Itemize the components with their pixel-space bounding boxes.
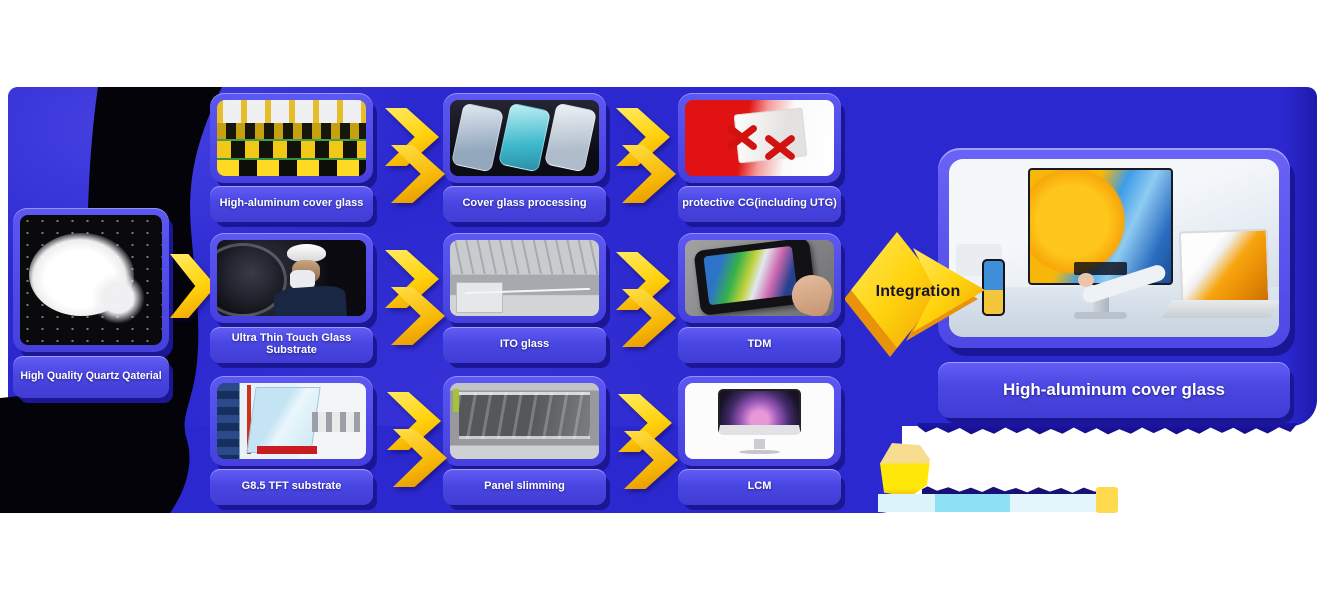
worker-body-shape <box>272 284 347 316</box>
cropped-bar-fragment <box>935 494 1010 512</box>
wall-shape <box>217 383 240 459</box>
chevron-right-icon <box>170 254 220 322</box>
integration-label: Integration <box>875 283 961 300</box>
monitor-screen-shape <box>717 389 802 435</box>
reflection-texture <box>458 392 591 440</box>
monitor-base-shape <box>738 449 781 455</box>
ito-glass-machine-photo <box>450 240 599 316</box>
powder-pile-shape <box>91 272 145 325</box>
cell-photo-card <box>443 376 606 466</box>
glass-slab-shape <box>451 102 505 173</box>
cropped-bar-fragment <box>878 494 935 512</box>
glass-disc-shape <box>217 243 288 316</box>
source-photo-card <box>13 208 169 352</box>
tft-substrate-cleanroom-photo <box>217 383 366 459</box>
smartphone-shape <box>982 258 1006 316</box>
worker-glass-substrate-photo <box>217 240 366 316</box>
panel-shape <box>458 392 591 440</box>
double-chevron-right-icon <box>614 252 676 347</box>
cropped-bar-fragment <box>1096 487 1118 513</box>
double-chevron-right-icon <box>616 394 678 489</box>
glass-slab-shape <box>543 102 597 173</box>
cell-photo-card <box>210 376 373 466</box>
machine-shape <box>455 281 503 313</box>
integrated-devices-photo <box>949 159 1279 337</box>
double-chevron-right-icon <box>614 108 676 203</box>
source-label: High Quality Quartz Qaterial <box>13 356 169 398</box>
powder-speckle-texture <box>20 215 162 345</box>
glass-slab-shape <box>497 102 551 173</box>
tablet-screen-shape <box>703 245 798 305</box>
cropped-arrow-fragment <box>880 443 930 497</box>
cell-photo-card <box>678 93 841 183</box>
panel-slimming-machine-photo <box>450 383 599 459</box>
cell-label: Panel slimming <box>443 469 606 505</box>
cell-photo-card <box>678 376 841 466</box>
hand-shape <box>1077 272 1095 288</box>
red-rig-shape <box>246 385 252 454</box>
cell-label: LCM <box>678 469 841 505</box>
torn-edge-strip <box>918 423 1298 435</box>
glass-panel-shape <box>246 386 321 453</box>
cell-label: High-aluminum cover glass <box>210 186 373 222</box>
red-ribbon-shape <box>724 120 760 156</box>
lcm-monitor-photo <box>685 383 834 459</box>
double-chevron-right-icon <box>383 250 445 345</box>
quartz-powder-photo <box>20 215 162 345</box>
cell-photo-card <box>678 233 841 323</box>
cell-label: TDM <box>678 327 841 363</box>
dock-bar-shape <box>1074 262 1128 275</box>
red-banner-shape <box>257 446 317 454</box>
cell-label: Cover glass processing <box>443 186 606 222</box>
face-mask-shape <box>290 270 316 289</box>
laptop-screen-shape <box>1178 228 1271 307</box>
accent-shape <box>452 389 459 412</box>
glass-factory-rollers-photo <box>217 100 366 176</box>
hardhat-shape <box>287 243 326 263</box>
monitor-stand-shape <box>753 439 766 450</box>
tablet-display-photo <box>685 240 834 316</box>
window-grid-shape <box>312 411 361 432</box>
result-photo-card <box>938 148 1290 348</box>
cell-photo-card <box>210 233 373 323</box>
cell-label: ITO glass <box>443 327 606 363</box>
cell-label: G8.5 TFT substrate <box>210 469 373 505</box>
integration-arrow-icon <box>845 232 985 357</box>
cell-photo-card <box>210 93 373 183</box>
laptop-keyboard-shape <box>1161 299 1279 318</box>
cell-photo-card <box>443 233 606 323</box>
cover-glass-slabs-photo <box>450 100 599 176</box>
cell-label: Ultra Thin Touch Glass Substrate <box>210 327 373 363</box>
result-label: High-aluminum cover glass <box>938 362 1290 418</box>
cell-label: protective CG(including UTG) <box>678 186 841 222</box>
protective-glass-ribbon-photo <box>685 100 834 176</box>
double-chevron-right-icon <box>383 108 445 203</box>
cropped-bar-fragment <box>1010 494 1098 512</box>
red-ribbon-shape <box>762 130 798 166</box>
torn-edge-strip <box>922 486 1110 494</box>
cell-photo-card <box>443 93 606 183</box>
double-chevron-right-icon <box>385 392 447 487</box>
monitor-base-shape <box>1074 312 1128 320</box>
